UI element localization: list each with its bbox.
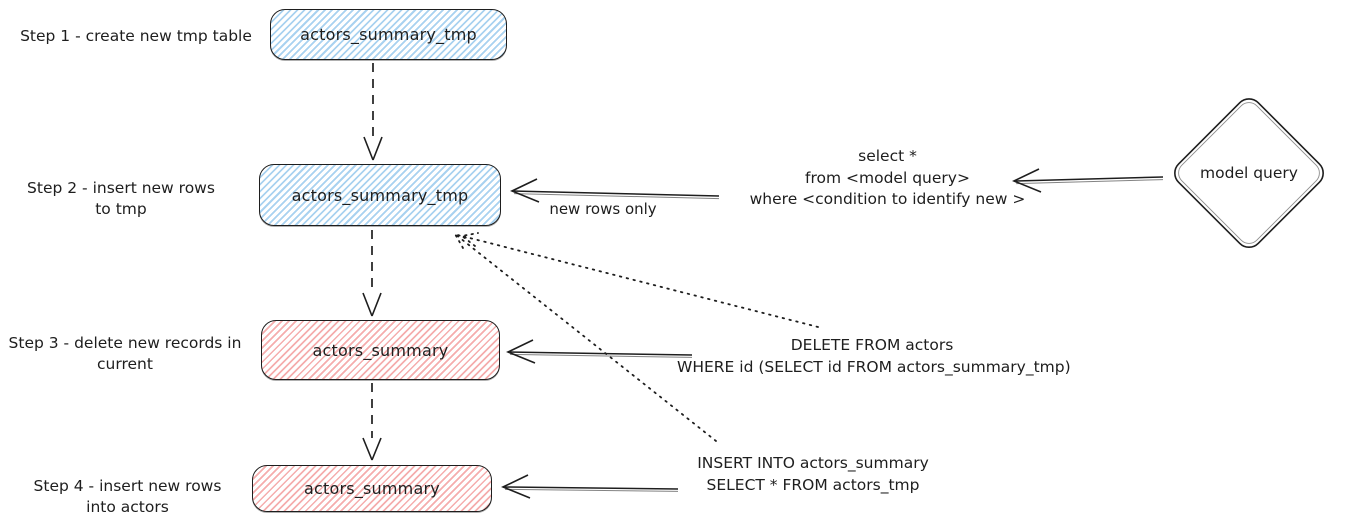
step2-label: Step 2 - insert new rows to tmp (15, 178, 227, 220)
step4-label-line1: Step 4 - insert new rows (33, 477, 222, 495)
node-label: actors_summary_tmp (300, 25, 477, 44)
arrow-step3-to-step4 (362, 383, 382, 461)
node-actors-summary-tmp-step1: actors_summary_tmp (270, 9, 507, 60)
node-label: actors_summary (304, 479, 440, 498)
node-actors-summary-tmp-step2: actors_summary_tmp (259, 164, 501, 226)
insert-query-line1: INSERT INTO actors_summary (697, 454, 929, 472)
dotted-arrow-insert-ref-tmp (453, 232, 717, 442)
arrow-new-rows-to-tmp (510, 178, 720, 203)
step1-label: Step 1 - create new tmp table (10, 26, 262, 47)
node-label: actors_summary_tmp (291, 185, 469, 205)
select-query-line1: select * (858, 147, 917, 165)
step2-label-line1: Step 2 - insert new rows (27, 179, 215, 197)
new-rows-only-label: new rows only (549, 200, 657, 218)
step4-label-line2: into actors (86, 498, 169, 516)
node-actors-summary-step3: actors_summary (261, 320, 500, 380)
select-query-line3: where <condition to identify new > (749, 190, 1026, 208)
step4-label: Step 4 - insert new rows into actors (20, 476, 235, 518)
delete-query-line1: DELETE FROM actors (790, 336, 954, 354)
step2-label-line2: to tmp (95, 200, 147, 218)
step3-label-line2: current (97, 355, 153, 373)
insert-query-line2: SELECT * FROM actors_tmp (706, 475, 920, 494)
delete-query-line2: WHERE id (SELECT id FROM actors_summary_… (677, 357, 1071, 376)
model-query-label: model query (1200, 164, 1298, 182)
select-query-text: select * from <model query> where <condi… (695, 146, 1080, 211)
select-query-line2: from <model query> (805, 168, 970, 187)
arrow-model-query-to-select (1012, 168, 1164, 193)
node-label: actors_summary (312, 340, 449, 360)
model-query-diamond (1174, 98, 1324, 249)
delete-query-text: DELETE FROM actors WHERE id (SELECT id F… (677, 335, 1071, 378)
arrow-step2-to-step3 (362, 230, 382, 317)
step3-label: Step 3 - delete new records in current (2, 333, 248, 375)
dotted-arrow-delete-ref-tmp (459, 232, 819, 328)
arrow-insert-to-actors-summary (501, 474, 679, 499)
insert-query-text: INSERT INTO actors_summary SELECT * FROM… (663, 453, 963, 496)
step1-label-line1: Step 1 - create new tmp table (20, 27, 252, 45)
arrow-step1-to-step2 (363, 63, 383, 161)
arrow-delete-to-actors-summary (506, 339, 693, 364)
step3-label-line1: Step 3 - delete new records in (8, 334, 242, 352)
node-actors-summary-step4: actors_summary (252, 465, 492, 512)
